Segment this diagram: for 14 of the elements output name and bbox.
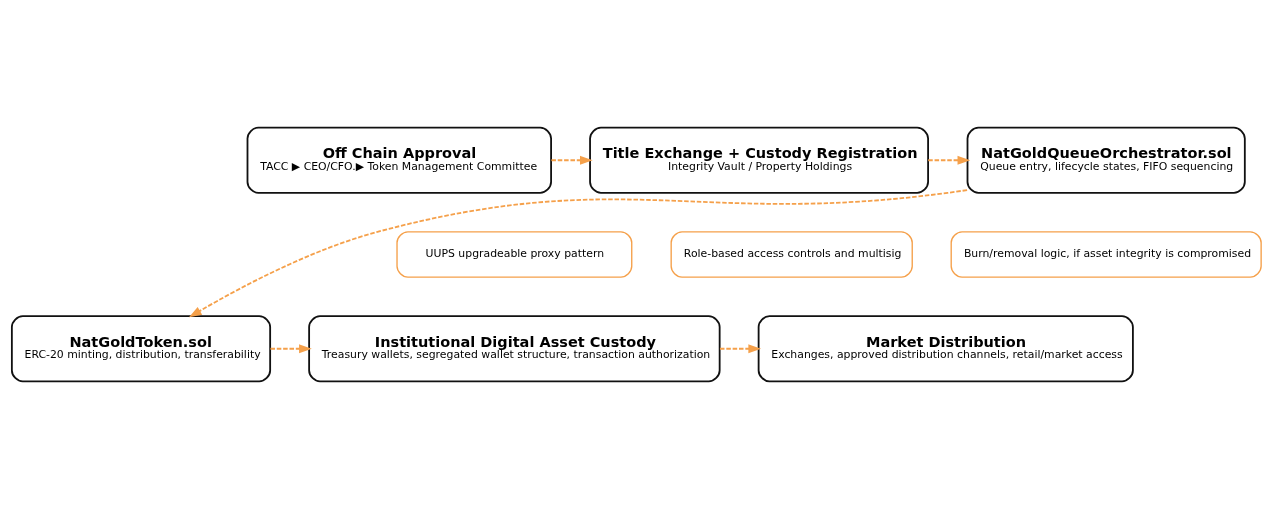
node-box: Title Exchange + Custody Registration Integrity Vault / Property Holdings: [589, 126, 929, 194]
node-box: NatGoldToken.sol ERC-20 minting, distribution, transferability: [10, 314, 272, 382]
node-box: NatGoldQueueOrchestrator.sol Queue entry, lifecycle states, FIFO sequencing: [966, 126, 1246, 194]
arrow: [927, 155, 971, 165]
node-box: Off Chain Approval TACC ▶ CEO/CFO.▶ Token Management Committee: [246, 126, 552, 194]
node-box: Role-based access controls and multisig: [670, 230, 913, 278]
node-box: Burn/removal logic, if asset integrity is compromised: [950, 230, 1262, 278]
arrow: [188, 188, 968, 317]
arrow: [269, 343, 312, 353]
arrow: [550, 155, 593, 165]
node-box: Market Distribution Exchanges, approved distribution channels, retail/market access: [757, 314, 1134, 382]
arrow: [719, 343, 762, 353]
node-box: Institutional Digital Asset Custody Treasury wallets, segregated wallet structure, transaction authorization: [308, 314, 721, 382]
node-box: UUPS upgradeable proxy pattern: [396, 230, 633, 278]
